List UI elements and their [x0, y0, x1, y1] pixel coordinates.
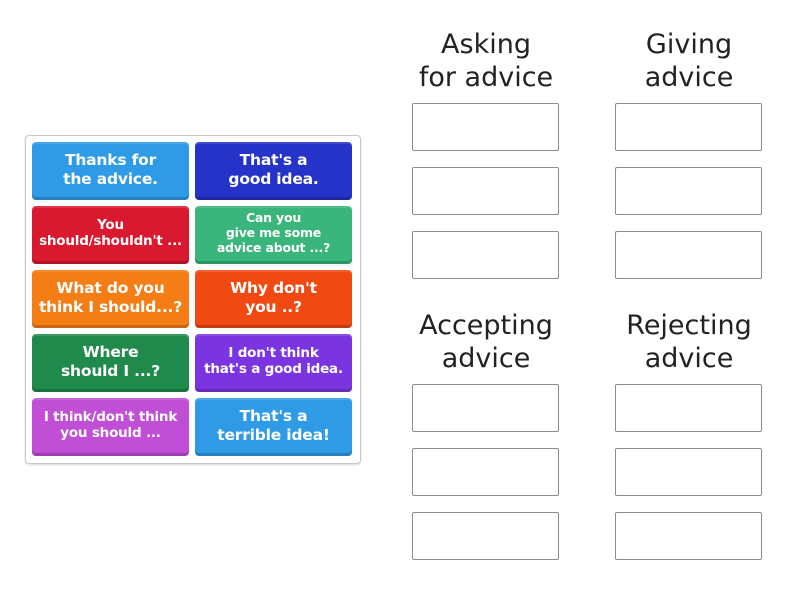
drop-slot-rejecting-1[interactable] [615, 384, 762, 432]
drop-slot-rejecting-2[interactable] [615, 448, 762, 496]
tile-you-should-shouldnt[interactable]: You should/shouldn't ... [32, 206, 189, 264]
drop-slot-asking-3[interactable] [412, 231, 559, 279]
drop-slot-giving-2[interactable] [615, 167, 762, 215]
drop-slot-rejecting-3[interactable] [615, 512, 762, 560]
tile-thats-a-good-idea[interactable]: That's a good idea. [195, 142, 352, 200]
drop-slot-accepting-2[interactable] [412, 448, 559, 496]
tile-tray: Thanks for the advice. That's a good ide… [25, 135, 361, 464]
group-heading-asking: Asking for advice [418, 29, 554, 93]
drop-slot-giving-1[interactable] [615, 103, 762, 151]
drop-slot-accepting-3[interactable] [412, 512, 559, 560]
tile-can-you-give-me-advice[interactable]: Can you give me some advice about ...? [195, 206, 352, 264]
group-heading-accepting: Accepting advice [419, 310, 553, 374]
tile-thanks-for-the-advice[interactable]: Thanks for the advice. [32, 142, 189, 200]
group-heading-rejecting: Rejecting advice [626, 310, 752, 374]
drop-slot-asking-2[interactable] [412, 167, 559, 215]
tile-i-think-you-should[interactable]: I think/don't think you should ... [32, 398, 189, 456]
tile-i-dont-think-good-idea[interactable]: I don't think that's a good idea. [195, 334, 352, 392]
group-heading-giving: Giving advice [644, 29, 734, 93]
drop-slot-accepting-1[interactable] [412, 384, 559, 432]
drop-slot-asking-1[interactable] [412, 103, 559, 151]
tile-why-dont-you[interactable]: Why don't you ..? [195, 270, 352, 328]
tile-thats-a-terrible-idea[interactable]: That's a terrible idea! [195, 398, 352, 456]
tile-what-do-you-think[interactable]: What do you think I should...? [32, 270, 189, 328]
tile-where-should-i[interactable]: Where should I ...? [32, 334, 189, 392]
drop-slot-giving-3[interactable] [615, 231, 762, 279]
